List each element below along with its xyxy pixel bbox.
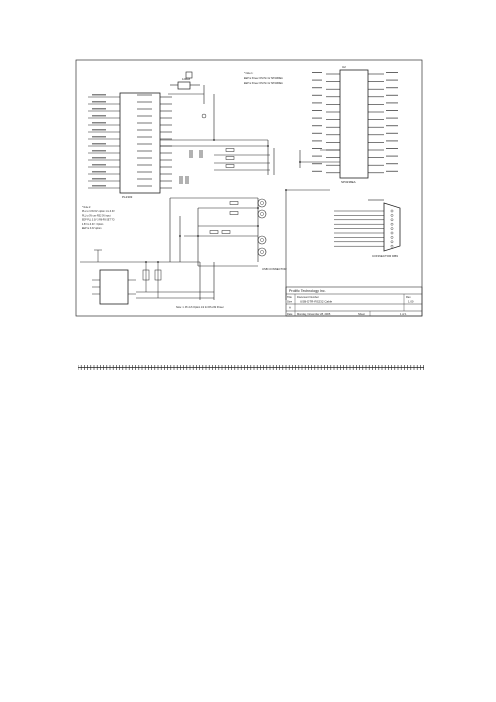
db9-pin: [390, 218, 394, 222]
osc-label: 12MHz: [182, 77, 191, 81]
u1-right-pins: [137, 94, 172, 189]
note-top-line: EEP is Power ON Pin for SP3238EA: [244, 77, 283, 80]
note-bottom-line: EEP PLL 3.3V 3 R8-R9 SET TO: [82, 220, 115, 222]
note-footer: Note: 1. Pin 1/6 Option 1/2 for RS 232 P…: [176, 306, 224, 309]
note-bottom-line: * Note 2:: [82, 206, 91, 209]
note-bottom-line: PLL to 3.3V-5V: option 1 to 3.3V: [82, 210, 115, 213]
resistor: [225, 164, 235, 168]
junction-dot: [179, 235, 181, 237]
db9-pin: [390, 231, 394, 235]
tb-size: A: [289, 306, 291, 310]
resistor: [229, 211, 239, 215]
u2-part: SP3238EA: [341, 180, 356, 184]
title-block: Prolific Technology Inc. Title Document …: [285, 286, 423, 317]
tb-rev-label: Rev: [406, 295, 411, 299]
junction-dot: [157, 261, 159, 263]
note-top-line: EEP is Power ON Pin for SP3238EA: [244, 82, 283, 85]
note-top-line: * Note 1:: [244, 72, 254, 75]
tb-sheet-label: Sheet: [358, 312, 365, 316]
note-bottom-line: EEP to 3.3V option: [82, 227, 102, 230]
resistor: [229, 201, 239, 205]
resistor: [225, 156, 235, 160]
db9-pin: [390, 227, 394, 230]
junction-dot: [299, 161, 301, 163]
u2-label: U2: [342, 65, 346, 69]
junction-dot: [267, 145, 269, 147]
db9-label: CONNECTOR DB9: [372, 254, 398, 258]
usb-pad: [257, 209, 267, 219]
usb-pad-inner: [260, 212, 264, 216]
junction-dot: [257, 225, 259, 227]
resistor: [209, 230, 219, 234]
page-divider: [78, 365, 424, 370]
tb-title-label: Title: [287, 295, 292, 299]
u2-pins: [312, 72, 398, 174]
middle-components: [179, 113, 239, 234]
junction-dot: [213, 139, 215, 141]
note-bottom-line: 4.5V to 3.3V : Option: [82, 223, 104, 226]
wiring: [160, 94, 384, 300]
u2-chip: U2 SP3238EA: [339, 65, 369, 184]
note-bottom-line: PLL to 5V use RS2 5V input: [82, 214, 111, 217]
usb-pad: [257, 247, 267, 257]
usb-connector-label: USB CONNECTOR: [262, 267, 287, 271]
schematic-frame: [75, 59, 423, 317]
u1-label: PL2303: [122, 195, 133, 199]
resistor: [225, 148, 235, 152]
regulator-block: [80, 249, 214, 305]
usb-connector: USB CONNECTOR: [257, 198, 287, 271]
tb-date-label: Date: [287, 312, 293, 316]
junction-dot: [145, 261, 147, 263]
db9-wires: [334, 209, 394, 248]
db9-pin: [390, 209, 394, 213]
resistor: [221, 230, 231, 234]
test-point: [201, 113, 207, 119]
junction-dot: [285, 189, 287, 191]
crystal-area: 12MHz: [168, 71, 205, 104]
usb-pad-inner: [260, 201, 264, 205]
junction-dot: [257, 207, 259, 209]
tb-rev: 1.00: [408, 300, 414, 304]
db9-pin: [390, 244, 394, 248]
tb-docnum: USB-DTR-RS232 Cable: [300, 300, 333, 304]
note-top: * Note 1: EEP is Power ON Pin for SP3238E…: [244, 72, 283, 85]
usb-pad: [257, 235, 267, 245]
db9-pin: [390, 236, 394, 239]
u1-left-pins: [88, 94, 120, 189]
usb-pad: [257, 198, 267, 208]
usb-pad-inner: [260, 238, 264, 242]
junction-dot: [197, 235, 199, 237]
usb-pad-inner: [260, 250, 264, 254]
db9-pin: [390, 222, 394, 226]
tb-date: Monday, November 28, 2005: [297, 312, 331, 316]
u1-chip: PL2303: [119, 92, 161, 199]
db9-connector: CONNECTOR DB9: [372, 202, 401, 258]
tb-size-label: Size: [287, 300, 293, 304]
tb-docnum-label: Document Number: [297, 295, 319, 299]
db9-pin: [390, 240, 394, 244]
db9-pin: [390, 214, 394, 217]
junction-dots: [145, 139, 301, 263]
note-bottom: * Note 2:PLL to 3.3V-5V: option 1 to 3.3…: [82, 206, 115, 230]
tb-sheet: 1 of 1: [400, 312, 407, 316]
tb-company: Prolific Technology Inc.: [289, 289, 326, 293]
